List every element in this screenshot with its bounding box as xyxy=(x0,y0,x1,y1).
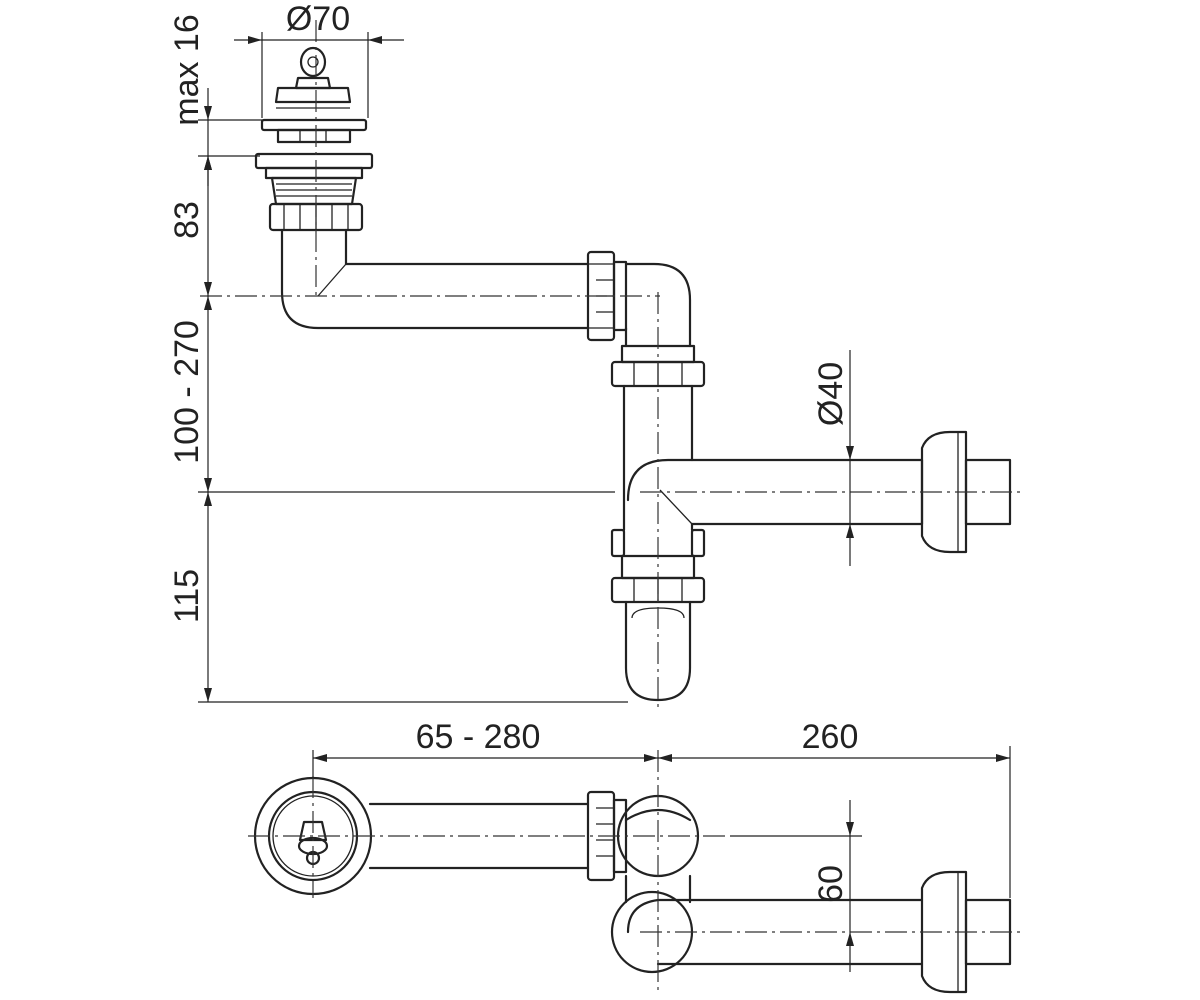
dimension-flange-diameter: Ø70 xyxy=(234,0,404,44)
vertical-riser xyxy=(622,384,924,532)
label-outlet-diameter: Ø40 xyxy=(812,362,850,426)
label-outlet-length: 260 xyxy=(802,718,859,756)
dimension-max-height: max 16 xyxy=(168,14,212,186)
front-view: Ø70 max 16 83 100 - 270 115 xyxy=(168,0,1020,710)
threaded-body xyxy=(270,176,358,206)
side-clip-right xyxy=(690,528,706,558)
dimension-outlet-offset: 60 xyxy=(812,800,854,972)
label-max-height: max 16 xyxy=(168,14,206,126)
label-adjustable-length: 65 - 280 xyxy=(416,718,541,756)
dimension-outlet-length: 260 xyxy=(658,718,1010,762)
sink-flange xyxy=(254,118,374,180)
top-view: 65 - 280 260 60 xyxy=(248,718,1020,994)
dimension-drain-depth: 83 xyxy=(168,156,212,296)
label-trap-height: 115 xyxy=(168,569,206,623)
drain-plug xyxy=(274,46,352,109)
label-adjustable-height: 100 - 270 xyxy=(168,320,206,464)
dimension-adjustable-length: 65 - 280 xyxy=(313,718,658,762)
adjustable-arm xyxy=(280,228,590,330)
label-flange-diameter: Ø70 xyxy=(286,0,350,38)
label-outlet-offset: 60 xyxy=(812,865,850,903)
dimension-trap-height: 115 xyxy=(168,492,212,702)
dimension-outlet-diameter: Ø40 xyxy=(812,350,854,566)
outlet-top-view xyxy=(610,870,1012,994)
dimension-adjustable-height: 100 - 270 xyxy=(168,296,212,492)
label-drain-depth: 83 xyxy=(168,201,206,239)
side-clip-left xyxy=(610,528,626,558)
